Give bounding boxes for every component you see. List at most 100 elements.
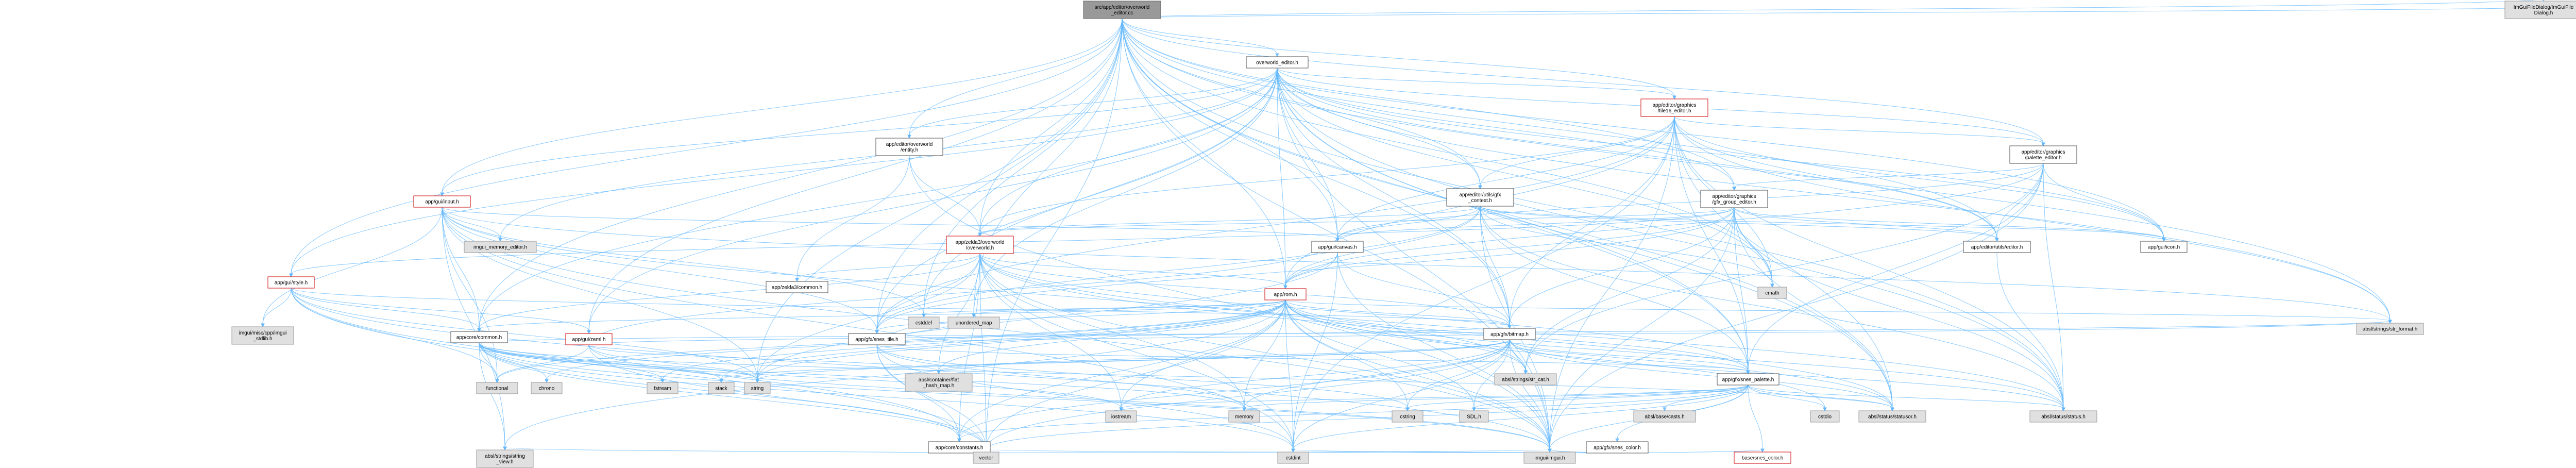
node-imgui-mem[interactable]: imgui_memory_editor.h [464, 241, 537, 253]
node-ow-h[interactable]: app/zelda3/overworld/overworld.h [946, 236, 1014, 254]
node-label: cmath [1765, 291, 1779, 296]
node-box [231, 326, 294, 345]
edge-oe_h-to-gui_style [291, 68, 1278, 275]
edge-core_common-to-statusor [479, 342, 1893, 409]
edge-root-to-gui_input [442, 18, 1123, 194]
node-snes-tile[interactable]: app/gfx/snes_tile.h [848, 333, 906, 345]
edge-root-to-snes_tile [876, 18, 1123, 331]
node-string-view[interactable]: absl/strings/string_view.h [476, 449, 534, 468]
edge-snes_palette-to-iostream [1121, 385, 1749, 409]
node-statusor[interactable]: absl/status/statusor.h [1858, 410, 1926, 423]
node-gfx-context[interactable]: app/editor/utils/gfx_context.h [1446, 188, 1514, 207]
node-unordered-map[interactable]: unordered_map [947, 316, 1000, 329]
node-ow-entity[interactable]: app/editor/overworld/entity.h [875, 138, 943, 156]
node-functional[interactable]: functional [476, 382, 518, 394]
node-cstdint[interactable]: cstdint [1277, 452, 1309, 464]
node-label: functional [486, 386, 509, 392]
node-box [848, 333, 906, 345]
node-gfx-group[interactable]: app/editor/graphics/gfx_group_editor.h [1700, 190, 1768, 208]
edge-rom_h-to-cstddef [923, 299, 1286, 315]
edge-rom_h-to-vector [986, 299, 1286, 450]
node-constants[interactable]: app/core/constants.h [928, 441, 991, 454]
node-cstdio[interactable]: cstdio [1810, 410, 1840, 423]
edge-gui_input-to-imgui_h [442, 207, 1550, 450]
node-box [2009, 145, 2077, 164]
node-palette-ed[interactable]: app/editor/graphics/palette_editor.h [2009, 145, 2077, 164]
node-str-cat[interactable]: absl/strings/str_cat.h [1494, 373, 1557, 386]
node-cstring[interactable]: cstring [1392, 410, 1423, 423]
node-iostream[interactable]: iostream [1105, 410, 1137, 423]
node-rom-h[interactable]: app/rom.h [1264, 288, 1307, 300]
node-box [464, 241, 537, 253]
node-imgui-stdlib[interactable]: imgui/misc/cpp/imgui_stdlib.h [231, 326, 294, 345]
edge-oe_h-to-statusor [1277, 68, 1893, 409]
node-bitmap[interactable]: app/gfx/bitmap.h [1483, 328, 1536, 340]
node-label: app/editor/graphics/gfx_group_editor.h [1712, 194, 1756, 205]
node-oe-h[interactable]: overworld_editor.h [1246, 56, 1309, 69]
edge-ow_h-to-string [757, 253, 980, 380]
edge-root-to-rom_h [1122, 18, 1286, 287]
edge-root-to-string [757, 18, 1123, 380]
arrowhead [875, 330, 879, 335]
node-tile16[interactable]: app/editor/graphics/tile16_editor.h [1640, 98, 1708, 117]
node-snes-color-base[interactable]: base/snes_color.h [1734, 452, 1791, 464]
node-cmath[interactable]: cmath [1757, 287, 1787, 299]
edge-snes_tile-to-vector [876, 344, 987, 450]
node-status[interactable]: absl/status/status.h [2029, 410, 2097, 423]
node-snes-palette[interactable]: app/gfx/snes_palette.h [1717, 373, 1780, 386]
node-memory[interactable]: memory [1228, 410, 1260, 423]
node-snes-color[interactable]: app/gfx/snes_color.h [1586, 441, 1649, 454]
edge-bitmap-to-sdl [1473, 339, 1510, 409]
arrowhead [1770, 283, 1774, 288]
node-gui-input[interactable]: app/gui/input.h [413, 195, 471, 208]
node-box [1105, 410, 1137, 423]
node-canvas[interactable]: app/gui/canvas.h [1311, 241, 1364, 253]
node-root[interactable]: src/app/editor/overworld_editor.cc [1083, 1, 1161, 19]
node-core-common[interactable]: app/core/common.h [450, 331, 508, 343]
node-box [905, 373, 973, 392]
node-z3-common[interactable]: app/zelda3/common.h [766, 281, 828, 293]
node-str-format[interactable]: absl/strings/str_format.h [2356, 323, 2424, 335]
edge-oe_h-to-gfx_context [1277, 68, 1481, 187]
node-sdl[interactable]: SDL.h [1459, 410, 1489, 423]
node-label: absl/container/flat_hash_map.h [919, 377, 959, 389]
arrowhead [1242, 407, 1246, 412]
node-gui-zeml[interactable]: app/gui/zeml.h [565, 333, 613, 345]
node-box [1459, 410, 1489, 423]
arrowhead [1760, 448, 1765, 453]
node-gui-icon[interactable]: app/gui/icon.h [2140, 241, 2188, 253]
node-vector[interactable]: vector [973, 452, 999, 464]
node-label: absl/strings/str_cat.h [1502, 377, 1549, 383]
node-box [744, 382, 771, 394]
node-chrono[interactable]: chrono [531, 382, 563, 394]
edge-gui_input-to-imgui_stdlib [262, 207, 443, 325]
node-gui-style[interactable]: app/gui/style.h [267, 276, 315, 289]
node-string[interactable]: string [744, 382, 771, 394]
node-stack[interactable]: stack [708, 382, 735, 394]
edge-gui_zeml-to-imgui_h [588, 344, 1550, 450]
arrowhead [545, 379, 549, 383]
edge-tile16-to-canvas [1337, 116, 1675, 239]
edge-gfx_group-to-snes_palette [1734, 207, 1749, 372]
node-label: app/core/common.h [456, 335, 502, 341]
edge-gui_zeml-to-flat_hash_map [588, 344, 939, 372]
edge-bitmap-to-stack [721, 339, 1510, 380]
node-fstream[interactable]: fstream [647, 382, 679, 394]
edge-gui_zeml-to-bitmap [588, 325, 1510, 345]
node-flat-hash-map[interactable]: absl/container/flat_hash_map.h [905, 373, 973, 392]
node-label: cstdio [1818, 414, 1832, 420]
node-absl-casts[interactable]: absl/base/casts.h [1633, 410, 1696, 423]
node-imgui-h[interactable]: imgui/imgui.h [1523, 452, 1576, 464]
edge-bitmap-to-iostream [1121, 339, 1510, 409]
node-label: app/editor/graphics/tile16_editor.h [1652, 103, 1696, 114]
edge-rom_h-to-snes_tile [876, 299, 1286, 331]
arrowhead [1548, 448, 1552, 453]
node-cstddef[interactable]: cstddef [908, 316, 940, 329]
node-box [1640, 98, 1708, 117]
edge-gfx_context-to-cmath [1480, 206, 1773, 285]
node-editor-h[interactable]: app/editor/utils/editor.h [1963, 241, 2031, 253]
arrowhead [498, 238, 502, 242]
node-label: absl/base/casts.h [1645, 414, 1684, 420]
node-box [1858, 410, 1926, 423]
